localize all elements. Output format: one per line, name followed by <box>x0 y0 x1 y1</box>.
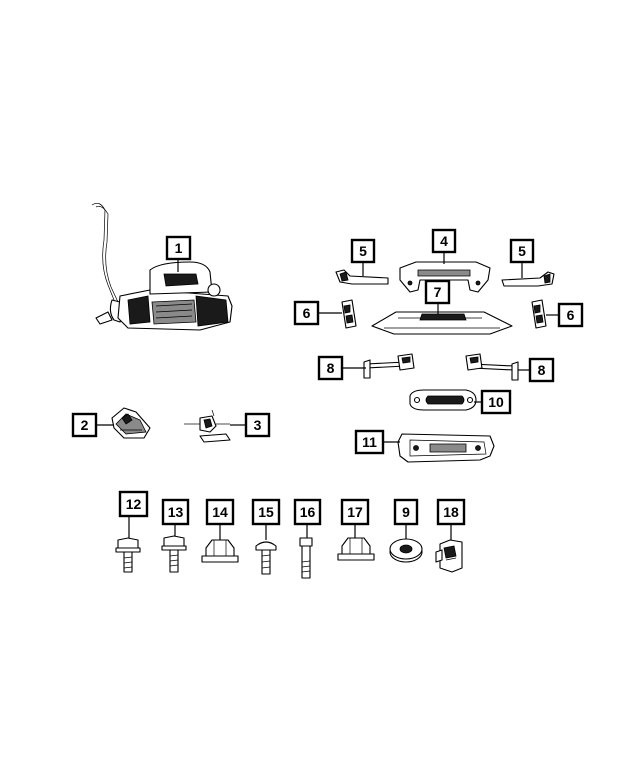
mounting-plate-illustration <box>371 311 513 335</box>
svg-text:9: 9 <box>402 504 410 520</box>
svg-text:5: 5 <box>359 243 367 259</box>
fairlead-illustration <box>409 389 477 411</box>
nut-17-illustration <box>337 537 375 561</box>
clip-left-illustration <box>341 299 357 329</box>
callout-12[interactable]: 12 <box>118 490 149 518</box>
bracket-right-illustration <box>501 271 555 287</box>
remote-control-illustration <box>111 407 151 439</box>
svg-text:18: 18 <box>443 504 459 520</box>
callout-4[interactable]: 4 <box>431 228 457 254</box>
svg-text:15: 15 <box>258 504 274 520</box>
bolt-12-illustration <box>115 537 141 573</box>
callout-16[interactable]: 16 <box>293 498 322 526</box>
callout-8-right[interactable]: 8 <box>528 357 555 383</box>
callout-5-right[interactable]: 5 <box>509 238 535 264</box>
bumper-illustration <box>399 261 491 293</box>
callout-15[interactable]: 15 <box>251 498 281 526</box>
nut-14-illustration <box>201 539 239 563</box>
svg-text:12: 12 <box>126 496 142 512</box>
svg-text:4: 4 <box>440 233 448 249</box>
callout-6-right[interactable]: 6 <box>557 302 584 328</box>
washer-9-illustration <box>389 538 423 563</box>
svg-text:5: 5 <box>518 243 526 259</box>
callout-18[interactable]: 18 <box>436 498 466 526</box>
callout-5-left[interactable]: 5 <box>350 238 376 264</box>
callout-17[interactable]: 17 <box>340 498 370 526</box>
callout-10[interactable]: 10 <box>480 389 512 415</box>
svg-text:13: 13 <box>168 504 184 520</box>
svg-text:14: 14 <box>212 504 228 520</box>
svg-text:17: 17 <box>347 504 363 520</box>
callout-2[interactable]: 2 <box>71 412 98 438</box>
hook-illustration <box>184 409 231 443</box>
svg-text:3: 3 <box>254 417 262 433</box>
bracket-left-illustration <box>335 269 389 285</box>
svg-text:7: 7 <box>434 284 442 300</box>
svg-text:8: 8 <box>538 362 546 378</box>
svg-text:2: 2 <box>81 417 89 433</box>
screw-15-illustration <box>255 541 277 575</box>
svg-text:6: 6 <box>303 305 311 321</box>
callout-8-left[interactable]: 8 <box>317 355 344 381</box>
callout-14[interactable]: 14 <box>205 498 235 526</box>
bolt-16-illustration <box>299 537 313 579</box>
frame-illustration <box>397 433 495 463</box>
callout-13[interactable]: 13 <box>161 498 190 526</box>
callout-1[interactable]: 1 <box>165 235 192 261</box>
callout-7[interactable]: 7 <box>424 279 451 305</box>
svg-text:8: 8 <box>327 360 335 376</box>
winch-illustration <box>91 203 233 331</box>
svg-text:1: 1 <box>175 240 183 256</box>
svg-text:11: 11 <box>362 434 377 450</box>
callout-6-left[interactable]: 6 <box>293 300 320 326</box>
callout-3[interactable]: 3 <box>244 412 271 438</box>
svg-text:16: 16 <box>300 504 316 520</box>
bolt-13-illustration <box>161 535 187 573</box>
support-rod-left-illustration <box>363 353 415 379</box>
support-rod-right-illustration <box>465 353 519 381</box>
callout-11[interactable]: 11 <box>354 429 385 455</box>
svg-text:6: 6 <box>567 307 575 323</box>
svg-text:10: 10 <box>488 394 504 410</box>
callout-9[interactable]: 9 <box>393 498 419 526</box>
clip-right-illustration <box>531 299 547 329</box>
clip-nut-18-illustration <box>435 539 463 573</box>
